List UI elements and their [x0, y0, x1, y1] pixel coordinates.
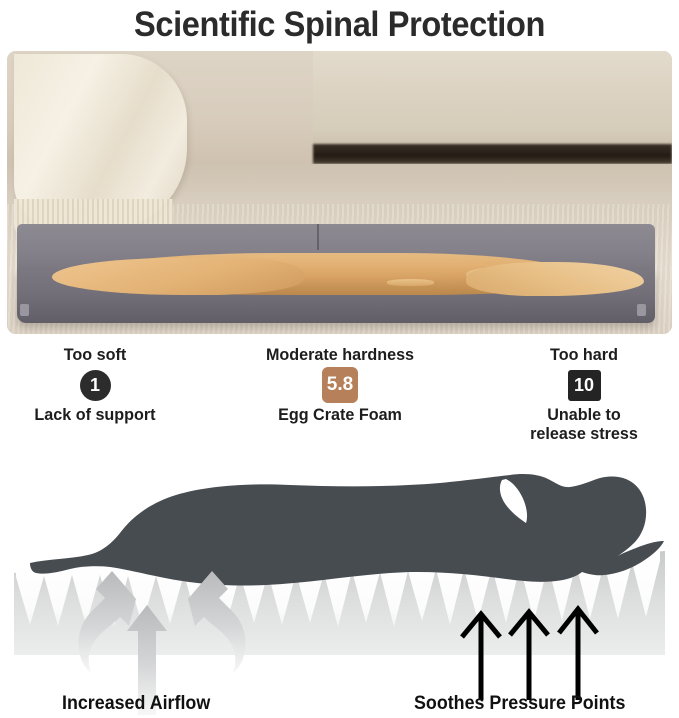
- pressure-arrow-1: [460, 610, 502, 700]
- photo-sofa-shadow: [312, 144, 672, 165]
- airflow-caption: Increased Airflow: [62, 693, 211, 714]
- page-title: Scientific Spinal Protection: [133, 5, 546, 44]
- scale-column-too-soft: Too soft 1 Lack of support: [0, 345, 190, 424]
- scale-left-bottom-label: Lack of support: [34, 405, 156, 424]
- pet-bed-seam: [317, 223, 319, 250]
- photo-dog-eye: [550, 272, 562, 278]
- pet-bed-zipper-left: [20, 304, 30, 317]
- scale-mid-badge-row: 5.8: [241, 367, 439, 403]
- airflow-arrow-left: [78, 571, 136, 673]
- airflow-arrow-center: [127, 605, 167, 715]
- scale-column-too-hard: Too hard 10 Unable to release stress: [489, 345, 679, 443]
- pressure-arrow-3: [557, 604, 599, 700]
- photo-pet-bed: [16, 223, 656, 323]
- photo-dog-paw: [387, 279, 435, 286]
- pressure-points-caption: Soothes Pressure Points: [414, 693, 626, 714]
- pressure-point-arrows: [460, 604, 599, 700]
- dog-on-pet-bed-photo: [7, 51, 672, 334]
- scale-mid-bottom-label: Egg Crate Foam: [278, 405, 402, 424]
- scale-right-bottom-line2: release stress: [530, 424, 638, 444]
- photo-dog-body: [52, 252, 645, 297]
- airflow-arrow-right: [188, 571, 246, 673]
- photo-sofa: [312, 51, 672, 151]
- pressure-arrow-2: [508, 608, 550, 700]
- scale-mid-top-label: Moderate hardness: [265, 345, 415, 364]
- scale-right-bottom-label: Unable to release stress: [494, 405, 675, 443]
- scale-right-badge-row: 10: [489, 368, 679, 402]
- foam-cross-section-diagram: [0, 455, 679, 718]
- scale-badge-1: 1: [79, 369, 111, 401]
- photo-dog-head: [465, 266, 571, 283]
- scale-left-top-label: Too soft: [63, 345, 127, 364]
- hardness-scale: Too soft 1 Lack of support Moderate hard…: [0, 345, 679, 455]
- dog-silhouette: [30, 474, 664, 586]
- scale-column-moderate: Moderate hardness 5.8 Egg Crate Foam: [241, 345, 439, 424]
- scale-left-badge-row: 1: [0, 368, 190, 402]
- photo-throw-blanket: [13, 53, 187, 239]
- scale-badge-10: 10: [567, 369, 601, 401]
- scale-badge-58: 5.8: [322, 367, 358, 403]
- scale-right-bottom-line1: Unable to: [547, 405, 621, 424]
- scale-right-top-label: Too hard: [550, 345, 618, 364]
- pet-bed-zipper-right: [636, 304, 646, 317]
- airflow-arrows: [78, 571, 246, 715]
